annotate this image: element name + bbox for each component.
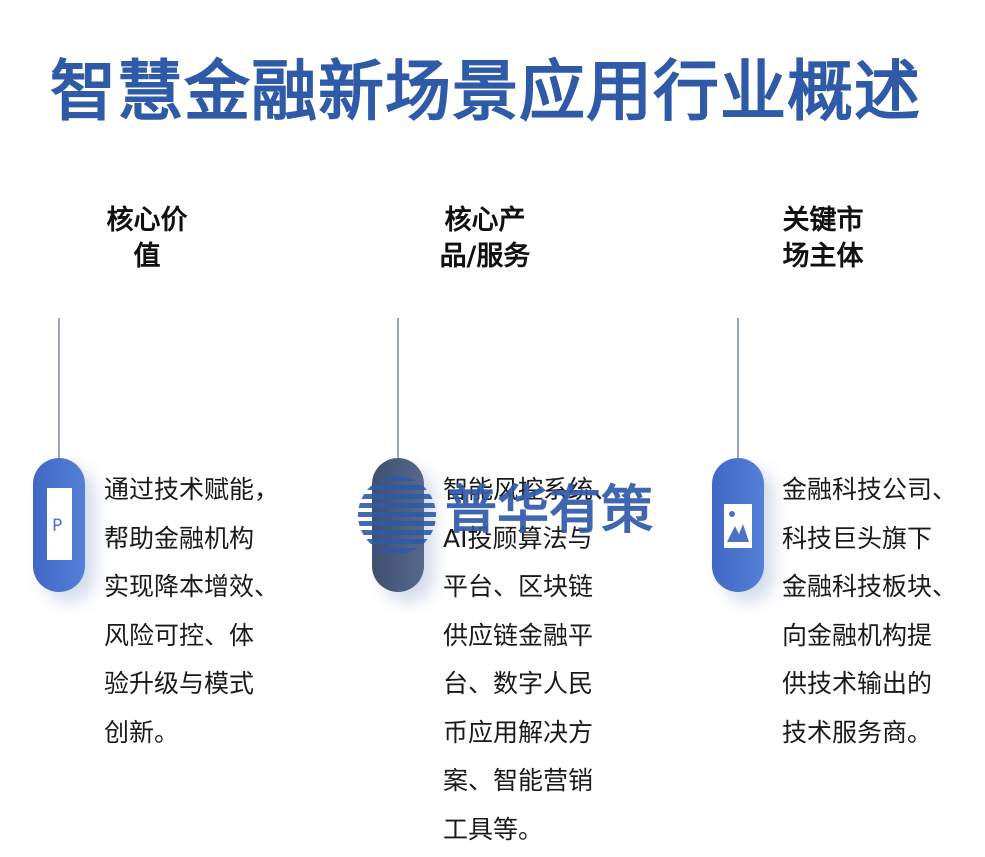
pill-marker — [712, 458, 764, 592]
column-heading-core-products: 核心产 品/服务 — [439, 205, 531, 272]
watermark-logo-icon — [358, 476, 436, 554]
pill-marker: P — [33, 458, 85, 592]
connector-line — [58, 318, 60, 458]
column-text-core-value: 通过技术赋能， 帮助金融机构 实现降本增效、 风险可控、体 验升级与模式 创新。 — [104, 475, 280, 747]
column-heading-key-players: 关键市 场主体 — [782, 205, 864, 272]
connector-line — [737, 318, 739, 458]
page-title: 智慧金融新场景应用行业概述 — [50, 53, 921, 130]
column-text-key-players: 金融科技公司、 科技巨头旗下 金融科技板块、 向金融机构提 供技术输出的 技术服… — [782, 475, 958, 747]
document-p-icon: P — [47, 488, 72, 560]
watermark: 普华有策 — [445, 468, 653, 543]
column-text-core-products: 智能风控系统、 AI投顾算法与 平台、区块链 供应链金融平 台、数字人民 币应用… — [443, 475, 619, 844]
watermark-text: 普华有策 — [445, 481, 654, 541]
image-icon — [724, 504, 752, 548]
connector-line — [397, 318, 399, 458]
column-heading-core-value: 核心价 值 — [106, 205, 188, 272]
